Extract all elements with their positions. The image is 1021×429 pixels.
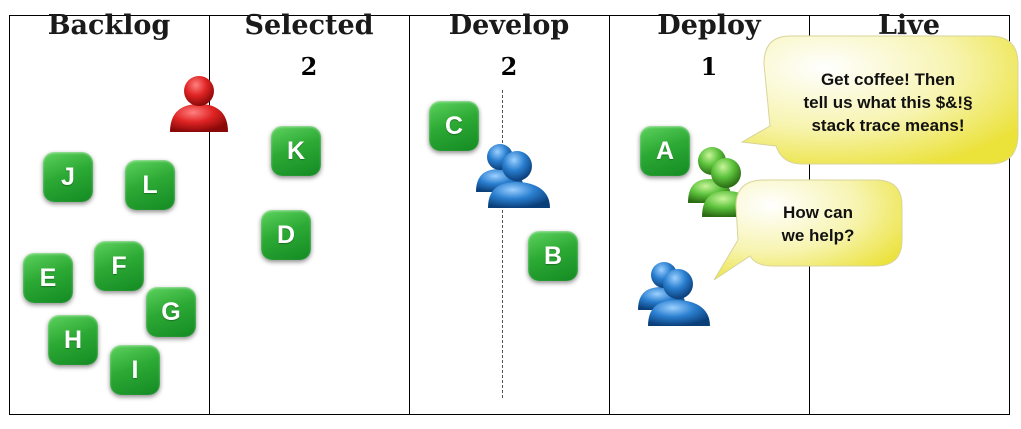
develop-split-line (502, 90, 503, 398)
bubble-coffee-line: stack trace means! (811, 116, 965, 135)
card-f[interactable]: F (94, 241, 144, 291)
wip-limit-deploy: 1 (700, 52, 718, 81)
card-c[interactable]: C (429, 101, 479, 151)
bubble-help-line: we help? (781, 226, 855, 245)
column-title-selected: Selected (244, 10, 374, 41)
card-g[interactable]: G (146, 287, 196, 337)
wip-limit-develop: 2 (500, 52, 518, 81)
bubble-help-line: How can (783, 203, 853, 222)
card-d[interactable]: D (261, 210, 311, 260)
speech-bubble-coffee (740, 35, 1019, 165)
card-h[interactable]: H (48, 315, 98, 365)
red-person-icon (170, 76, 228, 132)
column-divider (609, 16, 610, 414)
card-e[interactable]: E (23, 253, 73, 303)
wip-limit-selected: 2 (300, 52, 318, 81)
card-j[interactable]: J (43, 152, 93, 202)
card-k[interactable]: K (271, 126, 321, 176)
column-divider (209, 16, 210, 414)
bubble-coffee-line: Get coffee! Then (820, 70, 956, 89)
bubble-coffee-text: Get coffee! Then tell us what this $&!§ … (768, 68, 1008, 137)
card-a[interactable]: A (640, 126, 690, 176)
bubble-coffee-line: tell us what this $&!§ (803, 93, 973, 112)
bubble-help-text: How can we help? (750, 201, 886, 247)
blue-team-icon (476, 144, 550, 208)
column-title-deploy: Deploy (657, 10, 761, 41)
speech-bubble-help (713, 179, 903, 281)
column-title-develop: Develop (448, 10, 570, 41)
card-i[interactable]: I (110, 345, 160, 395)
column-divider (409, 16, 410, 414)
column-title-backlog: Backlog (47, 10, 171, 41)
card-l[interactable]: L (125, 160, 175, 210)
blue-team-icon (638, 262, 710, 326)
card-b[interactable]: B (528, 231, 578, 281)
